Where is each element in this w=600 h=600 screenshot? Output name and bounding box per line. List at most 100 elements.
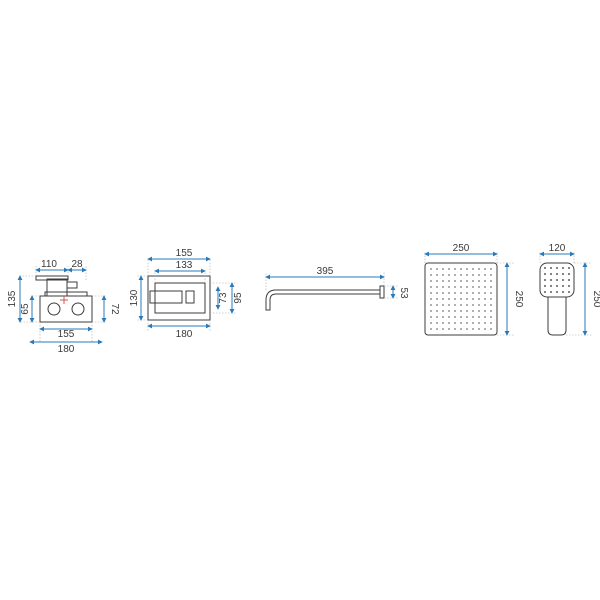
nozzle [430, 298, 432, 300]
nozzle [472, 274, 474, 276]
nozzle [466, 328, 468, 330]
hand-nozzle [561, 290, 565, 294]
nozzle [442, 274, 444, 276]
dim-label-155: 155 [58, 329, 75, 340]
nozzle [448, 274, 450, 276]
nozzle [448, 328, 450, 330]
wall-box-inner [154, 282, 206, 314]
nozzle [442, 304, 444, 306]
dim-label-130: 130 [129, 289, 140, 306]
nozzle [430, 304, 432, 306]
nozzle [430, 328, 432, 330]
nozzle [466, 286, 468, 288]
nozzle [478, 304, 480, 306]
hand-nozzle [555, 272, 559, 276]
hand-nozzle [549, 278, 553, 282]
nozzle [472, 304, 474, 306]
nozzle [478, 328, 480, 330]
nozzle [478, 274, 480, 276]
dim-label-72: 72 [109, 303, 120, 315]
nozzle [436, 328, 438, 330]
hand-nozzle [567, 290, 571, 294]
nozzle [490, 268, 492, 270]
nozzle [448, 310, 450, 312]
nozzle [442, 292, 444, 294]
dim-label-73: 73 [218, 292, 229, 304]
dim-label-120: 120 [549, 243, 566, 254]
nozzle [442, 298, 444, 300]
nozzle [490, 322, 492, 324]
nozzle [454, 280, 456, 282]
nozzle [484, 280, 486, 282]
nozzle [466, 280, 468, 282]
hand-nozzle [561, 266, 565, 270]
nozzle [436, 316, 438, 318]
nozzle [442, 322, 444, 324]
nozzle [478, 286, 480, 288]
dim-label-180-box: 180 [176, 329, 193, 340]
nozzle [460, 322, 462, 324]
hand-nozzle [561, 278, 565, 282]
nozzle [472, 316, 474, 318]
hand-nozzle [567, 284, 571, 288]
rain-shower-drawing: 250 250 [424, 243, 524, 336]
nozzle [460, 310, 462, 312]
wall-box-drawing: 155 133 130 73 95 180 [129, 248, 244, 340]
nozzle [484, 298, 486, 300]
nozzle [448, 316, 450, 318]
nozzle [436, 268, 438, 270]
nozzle [454, 274, 456, 276]
nozzle [478, 316, 480, 318]
dim-label-395: 395 [317, 266, 334, 277]
nozzle [448, 304, 450, 306]
hand-nozzle [543, 272, 547, 276]
nozzle [472, 280, 474, 282]
nozzle [466, 268, 468, 270]
hand-shower-head [539, 262, 575, 298]
nozzle [436, 322, 438, 324]
nozzle [460, 286, 462, 288]
nozzle [478, 298, 480, 300]
rain-shower-nozzles [430, 268, 492, 330]
nozzle [460, 328, 462, 330]
nozzle [460, 316, 462, 318]
hand-nozzle [555, 290, 559, 294]
nozzle [448, 268, 450, 270]
valve-right [71, 302, 85, 316]
hand-shower-handle [547, 297, 567, 336]
nozzle [490, 310, 492, 312]
hand-nozzle [543, 284, 547, 288]
nozzle [472, 268, 474, 270]
hand-shower-nozzles [543, 266, 571, 294]
nozzle [484, 268, 486, 270]
nozzle [484, 322, 486, 324]
mixer-lever [35, 275, 69, 281]
nozzle [442, 280, 444, 282]
nozzle [490, 328, 492, 330]
nozzle [490, 274, 492, 276]
nozzle [430, 274, 432, 276]
nozzle [478, 268, 480, 270]
dim-label-250-w: 250 [453, 243, 470, 254]
nozzle [460, 280, 462, 282]
nozzle [436, 274, 438, 276]
nozzle [472, 322, 474, 324]
nozzle [460, 274, 462, 276]
shower-arm-flange [379, 285, 385, 299]
nozzle [484, 316, 486, 318]
hand-nozzle [567, 272, 571, 276]
nozzle [454, 292, 456, 294]
hand-nozzle [561, 284, 565, 288]
dim-label-110: 110 [41, 259, 57, 270]
nozzle [484, 274, 486, 276]
nozzle [430, 292, 432, 294]
dim-label-53: 53 [398, 287, 409, 299]
nozzle [454, 298, 456, 300]
hand-nozzle [555, 266, 559, 270]
nozzle [472, 298, 474, 300]
nozzle [442, 310, 444, 312]
mixer-body-drawing: 110 28 135 65 72 155 180 [7, 259, 120, 355]
nozzle [448, 286, 450, 288]
nozzle [430, 280, 432, 282]
nozzle [466, 322, 468, 324]
